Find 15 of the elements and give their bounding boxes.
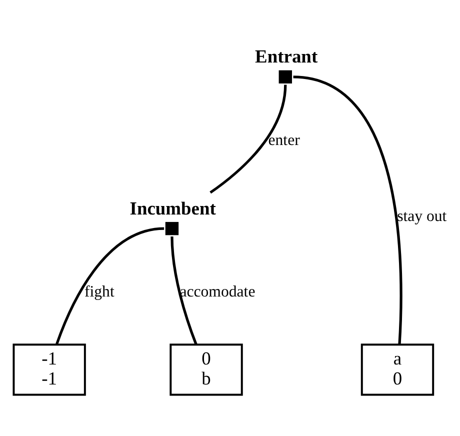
node-box: a 0 <box>360 344 434 396</box>
connector <box>293 76 402 345</box>
node-box <box>165 222 179 236</box>
edge-label: stay out <box>397 208 447 225</box>
node-box: 0 b <box>170 344 243 396</box>
connector <box>170 236 198 345</box>
node-box <box>278 70 292 84</box>
edge-label: fight <box>84 284 114 301</box>
node-label: Incumbent <box>130 198 216 218</box>
connector <box>210 84 287 194</box>
edge-label: enter <box>268 132 300 149</box>
node-box: -1 -1 <box>12 344 86 396</box>
node-label: Entrant <box>255 46 318 67</box>
connector <box>56 227 164 344</box>
edge-label: accomodate <box>180 284 256 301</box>
